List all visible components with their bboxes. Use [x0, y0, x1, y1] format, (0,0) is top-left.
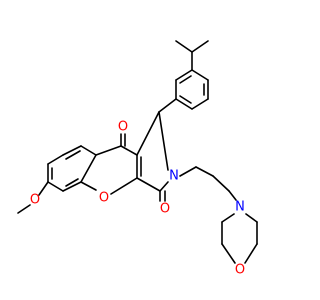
- methoxy-group: [17, 181, 49, 214]
- pyranone-ring: [80, 133, 138, 195]
- benzo-ring: [47, 145, 97, 192]
- structure-canvas: O O O O N N O: [17, 40, 258, 278]
- molecule-drawing: O O O O N N O: [17, 40, 258, 278]
- morpholine-ring: [221, 213, 258, 264]
- morpholine-nitrogen-label: N: [235, 200, 245, 215]
- isopropyl-group: [175, 40, 209, 71]
- aryl-attachment-bond: [158, 98, 177, 113]
- lactam-nitrogen-label: N: [169, 169, 179, 184]
- lactam-oxygen-label: O: [160, 202, 170, 217]
- propyl-linker: [179, 166, 237, 201]
- ring-oxygen-label: O: [99, 191, 109, 206]
- phenyl-ring: [175, 69, 209, 110]
- morpholine-oxygen-label: O: [235, 263, 245, 278]
- ketone-oxygen-label: O: [118, 120, 128, 135]
- pyrrolone-ring: [136, 111, 169, 202]
- methoxy-oxygen-label: O: [30, 193, 40, 208]
